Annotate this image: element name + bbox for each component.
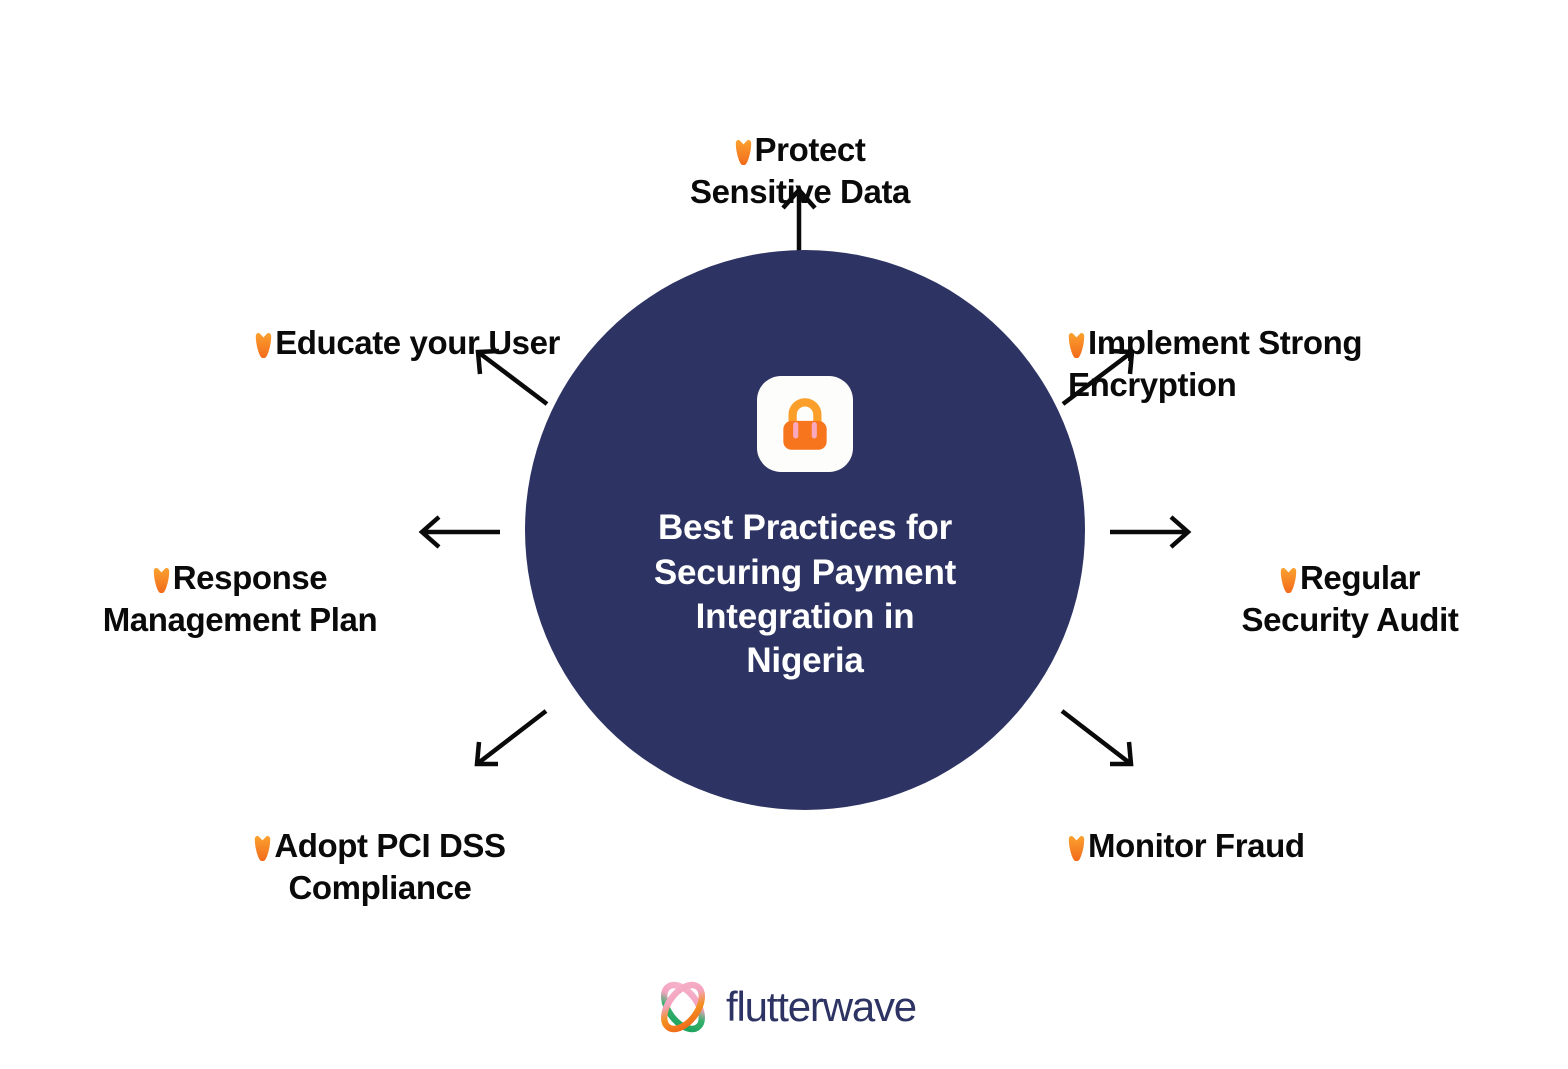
tulip-bullet-icon — [1068, 333, 1085, 359]
tulip-bullet-icon — [1280, 568, 1297, 594]
spoke-adopt-pci-dss-compliance[interactable]: Adopt PCI DSS Compliance — [150, 783, 610, 910]
central-hub: Best Practices for Securing Payment Inte… — [525, 250, 1085, 810]
padlock-icon — [783, 398, 827, 450]
spoke-label: Educate your User — [275, 324, 560, 362]
spoke-protect-sensitive-data[interactable]: Protect Sensitive Data — [600, 87, 1000, 214]
spoke-label: Adopt PCI DSS Compliance — [274, 827, 506, 907]
spoke-label: Protect Sensitive Data — [689, 131, 910, 211]
spoke-educate-your-user[interactable]: Educate your User — [110, 280, 560, 364]
arrow-down-left — [474, 709, 548, 767]
tulip-bullet-icon — [1068, 836, 1085, 862]
brand-wordmark: flutterwave — [726, 983, 917, 1030]
tulip-bullet-icon — [255, 333, 272, 359]
flutterwave-logo-icon — [661, 981, 706, 1033]
tulip-bullet-icon — [153, 568, 169, 594]
brand-footer: flutterwave — [0, 978, 1568, 1036]
padlock-icon-tile — [757, 376, 853, 473]
spoke-label: Regular Security Audit — [1241, 559, 1459, 639]
spoke-regular-security-audit[interactable]: Regular Security Audit — [1150, 515, 1550, 642]
spoke-implement-strong-encryption[interactable]: Implement Strong Encryption — [1068, 280, 1538, 407]
tulip-bullet-icon — [255, 836, 271, 862]
tulip-bullet-icon — [735, 140, 751, 166]
spoke-monitor-fraud[interactable]: Monitor Fraud — [1068, 783, 1538, 867]
arrow-down-right — [1060, 709, 1134, 767]
spoke-label: Implement Strong Encryption — [1068, 324, 1363, 404]
spoke-response-management-plan[interactable]: Response Management Plan — [15, 515, 465, 642]
spoke-label: Monitor Fraud — [1088, 827, 1305, 865]
spoke-label: Response Management Plan — [102, 559, 378, 639]
hub-title: Best Practices for Securing Payment Inte… — [653, 508, 957, 681]
